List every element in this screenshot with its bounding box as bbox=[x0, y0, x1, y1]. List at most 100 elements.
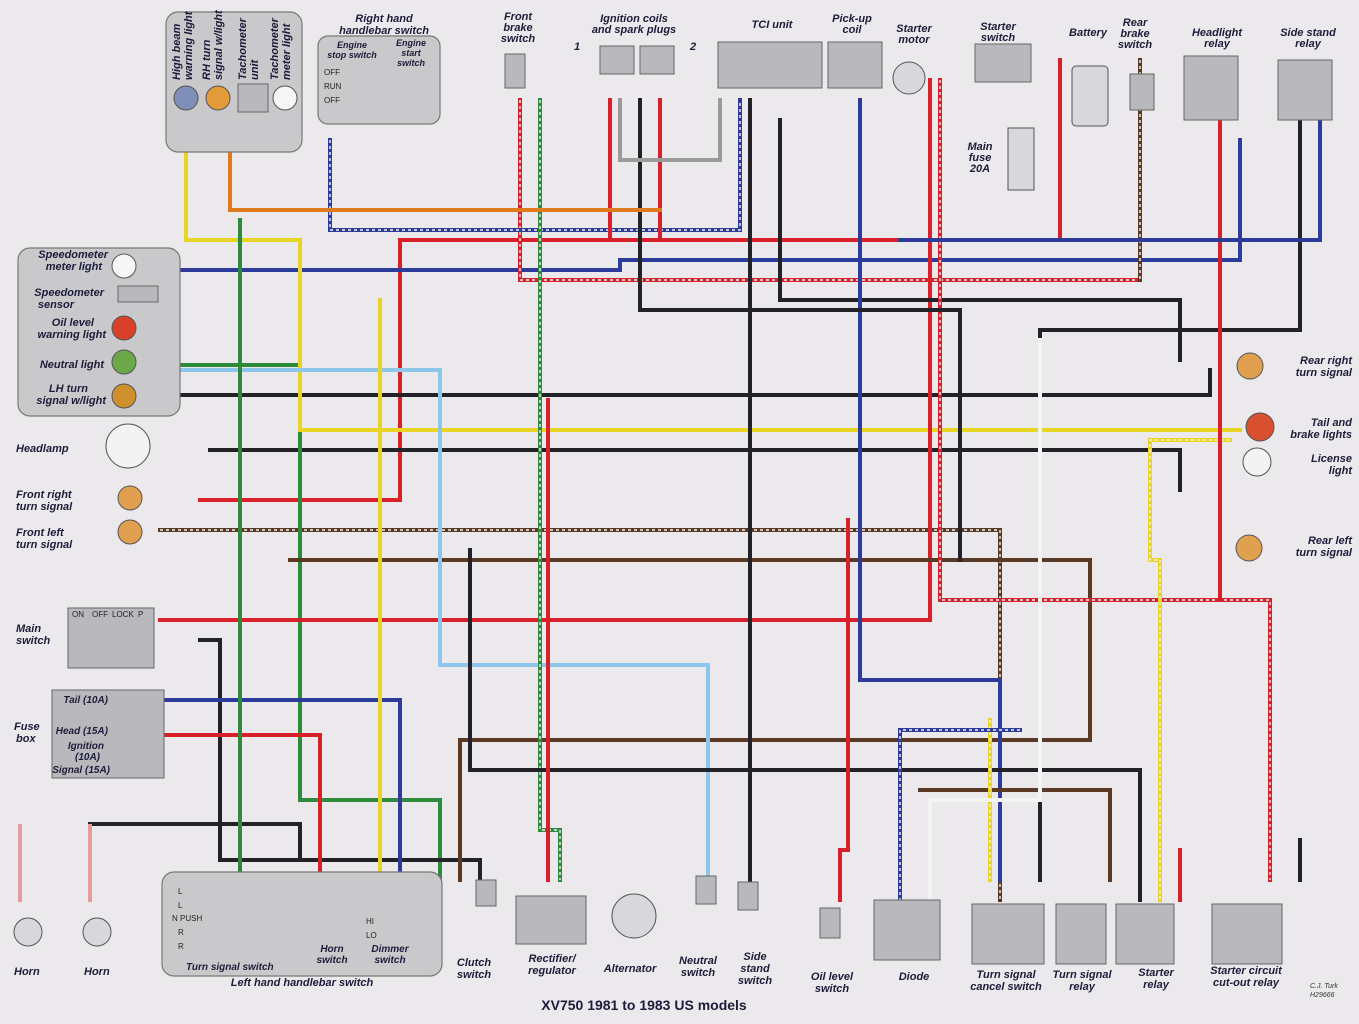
wire-10 bbox=[198, 638, 482, 902]
rear-brake-label: Rear bbox=[1123, 17, 1148, 29]
fuse-tail-label: Tail (10A) bbox=[63, 695, 108, 706]
main-switch-pos-on: ON bbox=[72, 610, 84, 619]
ignition-coil-2-box bbox=[639, 45, 675, 75]
license-label: License bbox=[1311, 453, 1352, 465]
clutch-label: Clutch bbox=[457, 957, 492, 969]
engine-stop-label-2: stop switch bbox=[327, 50, 377, 60]
wire-11 bbox=[288, 558, 1092, 882]
pickup-label-2: coil bbox=[843, 24, 863, 36]
neutral-light-label: Neutral light bbox=[40, 359, 106, 371]
engine-start-label-2: start bbox=[401, 48, 422, 58]
lh-turn-label-2: signal w/light bbox=[36, 395, 107, 407]
front-brake-label-3: switch bbox=[501, 33, 536, 45]
battery-icon bbox=[1071, 65, 1109, 127]
wire-40 bbox=[928, 338, 1042, 902]
front-brake-switch-box bbox=[504, 53, 526, 89]
ignition-coils-label-2: and spark plugs bbox=[592, 24, 676, 36]
main-switch-label: Main bbox=[16, 623, 41, 635]
wire-15 bbox=[858, 98, 1002, 882]
wire-4 bbox=[158, 363, 442, 882]
starter-switch-label: Starter bbox=[980, 21, 1016, 33]
rectifier-label-2: regulator bbox=[528, 965, 576, 977]
clutch-label-2: switch bbox=[457, 969, 492, 981]
engine-stop-pos-1: OFF bbox=[324, 68, 340, 77]
svg-text:Rectifier/regulator: Rectifier/regulator bbox=[528, 953, 577, 977]
horn-switch-label-2: switch bbox=[316, 955, 347, 966]
alternator-icon bbox=[611, 893, 657, 939]
oil-warning-label: Oil level bbox=[52, 317, 95, 329]
neutral-switch-box bbox=[695, 875, 717, 905]
tail-brake-bulb-icon bbox=[1245, 412, 1275, 442]
rear-right-turn-bulb-icon bbox=[1236, 352, 1264, 380]
credit-author: C.J. Turk bbox=[1310, 983, 1338, 990]
ts-pos-3: N bbox=[172, 914, 178, 923]
tci-label: TCI unit bbox=[752, 19, 794, 31]
svg-text:Tachometerunit: Tachometerunit bbox=[237, 17, 261, 80]
diode-box bbox=[873, 899, 941, 961]
oil-warning-label-2: warning light bbox=[38, 329, 108, 341]
rear-brake-switch-box bbox=[1129, 73, 1155, 111]
front-left-label-2: turn signal bbox=[16, 539, 73, 551]
tachometer-unit-box bbox=[237, 83, 269, 113]
oil-level-switch-label-2: switch bbox=[815, 983, 850, 995]
wire-31 bbox=[88, 822, 302, 862]
horn-1-icon bbox=[13, 917, 43, 947]
wire-stripe-3 bbox=[160, 529, 1001, 900]
coil-2-number: 2 bbox=[689, 41, 696, 53]
headlamp-icon bbox=[105, 423, 151, 469]
front-brake-label: Front bbox=[504, 11, 533, 23]
wire-17 bbox=[638, 98, 962, 562]
headlight-relay-label-2: relay bbox=[1204, 38, 1231, 50]
dimmer-pos-lo: LO bbox=[366, 931, 377, 940]
wire-stripe-41 bbox=[899, 729, 1020, 900]
side-stand-relay-label-2: relay bbox=[1295, 38, 1322, 50]
main-fuse-box bbox=[1007, 127, 1035, 191]
rh-turn-label: RH turn bbox=[201, 39, 213, 80]
component-labels: High beamwarning light RH turnsignal w/l… bbox=[14, 9, 1353, 1013]
engine-start-label-3: switch bbox=[397, 58, 426, 68]
right-handlebar-label-2: handlebar switch bbox=[339, 25, 429, 37]
high-beam-bulb-icon bbox=[173, 85, 199, 111]
side-stand-switch-label-3: switch bbox=[738, 975, 773, 987]
left-handlebar-label: Left hand handlebar switch bbox=[231, 977, 374, 989]
dimmer-pos-hi: HI bbox=[366, 917, 374, 926]
right-handlebar-label: Right hand bbox=[355, 13, 413, 25]
rear-right-label-2: turn signal bbox=[1296, 367, 1353, 379]
lh-turn-bulb-icon bbox=[111, 383, 137, 409]
ts-relay-label: Turn signal bbox=[1052, 969, 1112, 981]
speedo-sensor-label: Speedometer bbox=[34, 287, 104, 299]
ts-cancel-label-2: cancel switch bbox=[970, 981, 1042, 993]
cutout-relay-label: Starter circuit bbox=[1210, 965, 1283, 977]
horn-switch-label: Horn bbox=[320, 944, 343, 955]
ts-cancel-box bbox=[971, 903, 1045, 965]
fuse-ignition-amp-label: (10A) bbox=[75, 752, 101, 763]
wire-stripe-5 bbox=[519, 100, 1141, 281]
rear-brake-label-3: switch bbox=[1118, 39, 1153, 51]
neutral-bulb-icon bbox=[111, 349, 137, 375]
pickup-label: Pick-up bbox=[832, 13, 872, 25]
engine-stop-pos-2: RUN bbox=[324, 82, 342, 91]
side-stand-switch-box bbox=[737, 881, 759, 911]
rear-brake-label-2: brake bbox=[1120, 28, 1149, 40]
starter-motor-label: Starter bbox=[896, 23, 932, 35]
neutral-switch-label-2: switch bbox=[681, 967, 716, 979]
main-switch-pos-p: P bbox=[138, 610, 143, 619]
